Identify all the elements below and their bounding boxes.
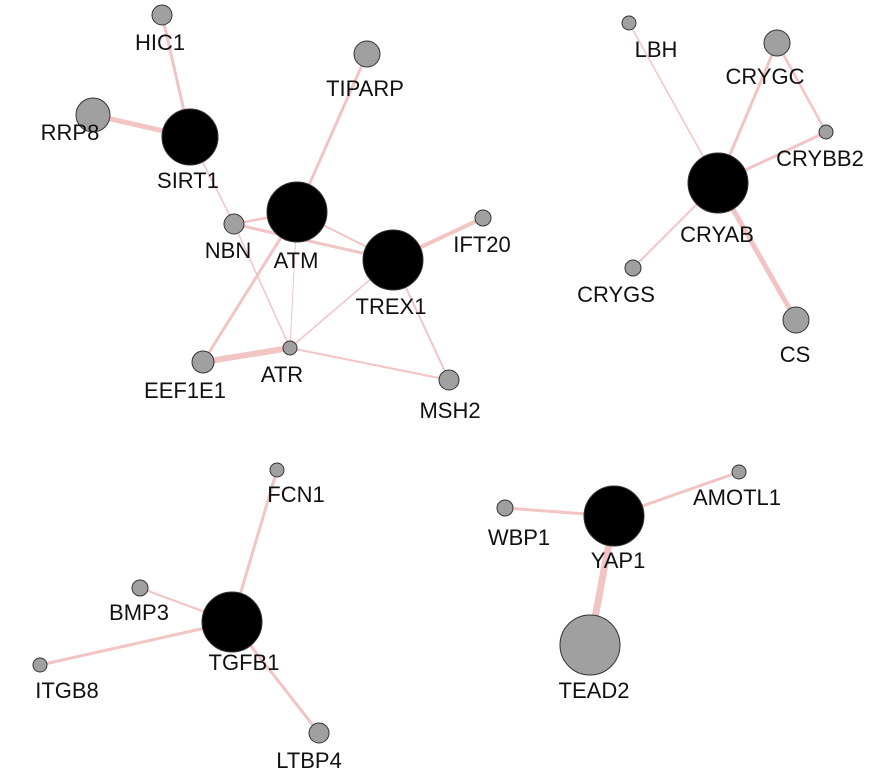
node-trex1 (362, 229, 424, 291)
node-label-ift20: IFT20 (453, 232, 510, 257)
node-label-rrp8: RRP8 (41, 120, 100, 145)
node-label-yap1: YAP1 (591, 548, 646, 573)
node-amotl1 (731, 464, 747, 480)
node-label-wbp1: WBP1 (488, 525, 550, 550)
node-label-crygs: CRYGS (577, 282, 655, 307)
node-hic1 (151, 4, 173, 26)
node-tead2 (559, 614, 621, 676)
node-cs (782, 306, 810, 334)
node-label-lbh: LBH (635, 37, 678, 62)
node-ltbp4 (308, 722, 330, 744)
node-yap1 (583, 485, 645, 547)
node-label-itgb8: ITGB8 (35, 678, 99, 703)
node-tiparp (353, 40, 381, 68)
node-label-tgfb1: TGFB1 (209, 650, 280, 675)
edge-eef1e1-atr (202, 345, 291, 365)
node-itgb8 (32, 657, 48, 673)
node-msh2 (438, 369, 460, 391)
node-rrp8 (75, 97, 111, 133)
node-label-cs: CS (780, 342, 811, 367)
node-wbp1 (496, 499, 514, 517)
node-cryab (687, 152, 749, 214)
edge-nbn-atr (233, 223, 291, 349)
node-label-atr: ATR (261, 362, 303, 387)
node-bmp3 (131, 579, 149, 597)
node-label-amotl1: AMOTL1 (693, 485, 781, 510)
node-label-crygc: CRYGC (725, 64, 804, 89)
edge-cryab-lbh (628, 22, 719, 184)
edges (39, 14, 828, 734)
node-label-bmp3: BMP3 (109, 600, 169, 625)
nodes (32, 4, 834, 744)
node-label-crybb2: CRYBB2 (776, 146, 864, 171)
node-atr (282, 340, 298, 356)
node-label-tead2: TEAD2 (559, 678, 630, 703)
node-lbh (621, 15, 637, 31)
node-ift20 (474, 209, 492, 227)
node-fcn1 (269, 462, 285, 478)
node-atm (266, 181, 328, 243)
node-label-hic1: HIC1 (135, 30, 185, 55)
node-label-atm: ATM (274, 248, 319, 273)
node-sirt1 (161, 108, 219, 166)
node-eef1e1 (191, 350, 215, 374)
edge-atr-msh2 (289, 347, 450, 381)
edge-tgfb1-itgb8 (39, 620, 233, 667)
node-nbn (223, 213, 245, 235)
node-tgfb1 (201, 591, 263, 653)
node-label-fcn1: FCN1 (267, 482, 324, 507)
node-label-tiparp: TIPARP (326, 76, 404, 101)
node-label-trex1: TREX1 (356, 294, 427, 319)
node-crybb2 (818, 124, 834, 140)
node-label-ltbp4: LTBP4 (276, 748, 342, 773)
node-label-eef1e1: EEF1E1 (144, 378, 226, 403)
node-label-sirt1: SIRT1 (157, 168, 219, 193)
node-crygc (763, 29, 791, 57)
node-label-cryab: CRYAB (680, 222, 754, 247)
node-label-nbn: NBN (205, 238, 251, 263)
node-crygs (624, 259, 642, 277)
edge-crygc-crybb2 (775, 42, 828, 133)
node-label-msh2: MSH2 (419, 398, 480, 423)
